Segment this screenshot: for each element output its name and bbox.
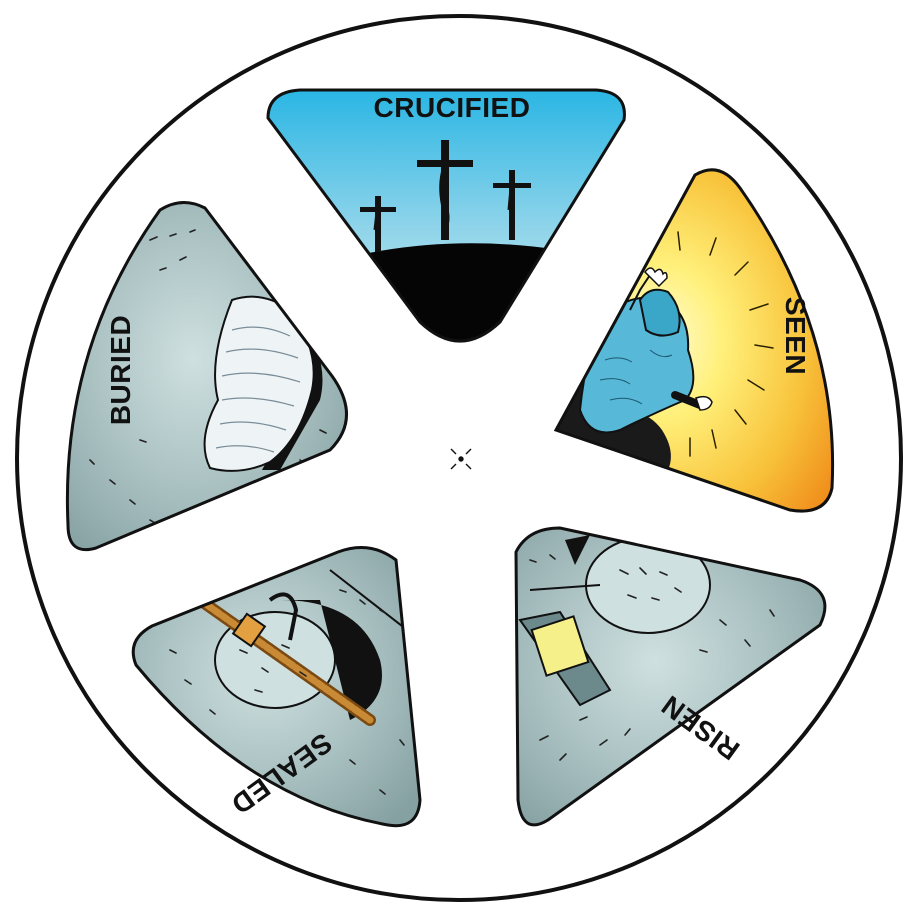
buried-label: BURIED <box>105 315 136 425</box>
crucified-label: CRUCIFIED <box>374 92 531 123</box>
seen-label: SEEN <box>780 297 811 375</box>
